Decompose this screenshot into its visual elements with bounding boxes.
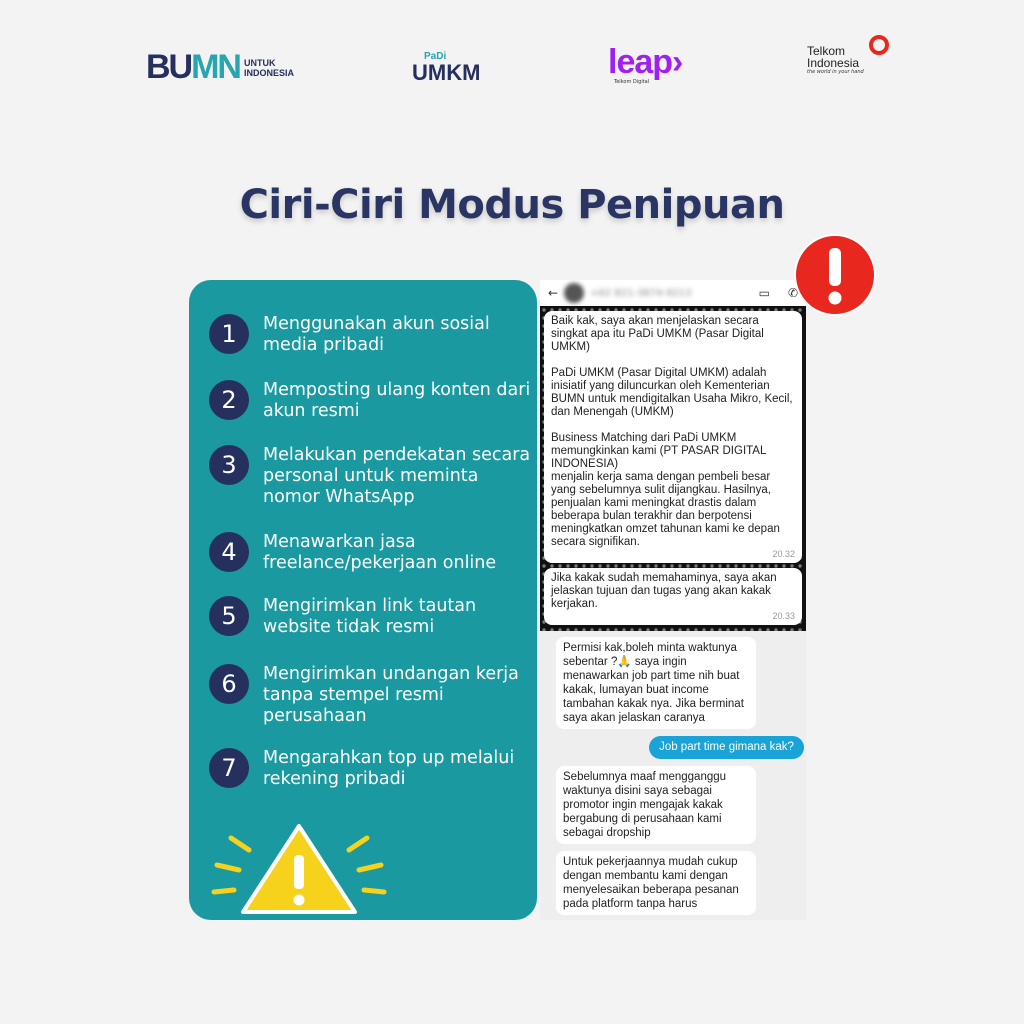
list-item: 6 Mengirimkan undangan kerja tanpa stempe… [209,664,533,727]
warning-triangle-icon [211,824,387,914]
message-text: Baik kak, saya akan menjelaskan secara s… [551,315,793,548]
chat-message: Sebelumnya maaf mengganggu waktunya disi… [556,766,756,844]
bumn-tagline: UNTUK [244,57,276,68]
item-text: Menawarkan jasa freelance/pekerjaan onli… [263,532,497,573]
item-text: Memposting ulang konten dari akun resmi [263,380,531,421]
item-text: Mengarahkan top up melalui rekening prib… [263,748,515,789]
phone-icon[interactable]: ✆ [787,286,798,300]
padi-text: PaDi [424,50,447,62]
message-text: Jika kakak sudah memahaminya, saya akan … [551,572,777,610]
item-number: 7 [209,748,249,788]
telkom-tagline: the world in your hand [807,69,864,75]
video-call-icon[interactable]: ▭ [758,286,770,300]
message-text: Sebelumnya maaf mengganggu waktunya disi… [563,771,727,839]
telkom-logo: Telkom Indonesia the world in your hand [807,35,889,90]
list-item: 7 Mengarahkan top up melalui rekening pri… [209,748,533,790]
message-text: Untuk pekerjaannya mudah cukup dengan me… [563,856,739,910]
item-text: Melakukan pendekatan secara personal unt… [263,445,531,507]
message-time: 20.32 [772,549,795,559]
chat-header: ← +62 821-3874-9213 ▭ ✆ [540,280,806,306]
item-number: 2 [209,380,249,420]
telkom-mark-icon [869,35,889,55]
list-item: 2 Memposting ulang konten dari akun resmi [209,380,533,422]
item-number: 3 [209,445,249,485]
telkom-text: Telkom [807,44,846,58]
telkom-text: Indonesia [807,56,860,70]
padi-umkm-logo: PaDi UMKM [412,45,480,90]
back-icon[interactable]: ← [548,286,559,300]
chat-message: Untuk pekerjaannya mudah cukup dengan me… [556,851,756,915]
chat-message: Baik kak, saya akan menjelaskan secara s… [544,311,802,563]
umkm-text: UMKM [412,59,481,85]
page-title: Ciri-Ciri Modus Penipuan [239,182,785,228]
item-number: 6 [209,664,249,704]
chat-screenshot: ← +62 821-3874-9213 ▭ ✆ Baik kak, saya a… [540,280,806,920]
message-time: 20.33 [772,611,795,621]
features-panel: 1 Menggunakan akun sosial media pribadi 2… [189,280,537,920]
leap-text: leap [608,43,673,81]
leap-logo: leap› Telkom Digital [608,43,683,85]
item-number: 4 [209,532,249,572]
item-number: 5 [209,596,249,636]
avatar [564,283,585,303]
bumn-tagline: INDONESIA [244,67,295,78]
list-item: 4 Menawarkan jasa freelance/pekerjaan onl… [209,532,533,574]
message-text: Permisi kak,boleh minta waktunya sebenta… [563,642,744,724]
leap-subtitle: Telkom Digital [614,79,650,85]
item-text: Mengirimkan undangan kerja tanpa stempel… [263,664,519,726]
chat-message-outgoing: Job part time gimana kak? [649,736,804,759]
chat-messages-lower: Permisi kak,boleh minta waktunya sebenta… [540,631,806,915]
message-text: Job part time gimana kak? [659,741,794,753]
item-text: Menggunakan akun sosial media pribadi [263,314,490,355]
chat-message: Jika kakak sudah memahaminya, saya akan … [544,568,802,625]
list-item: 1 Menggunakan akun sosial media pribadi [209,314,533,356]
chat-message: Permisi kak,boleh minta waktunya sebenta… [556,637,756,729]
contact-name: +62 821-3874-9213 [590,287,692,299]
chat-background: Baik kak, saya akan menjelaskan secara s… [540,306,806,631]
list-item: 5 Mengirimkan link tautan website tidak r… [209,596,533,638]
item-text: Mengirimkan link tautan website tidak re… [263,596,477,637]
exclamation-circle-icon [794,234,876,316]
item-number: 1 [209,314,249,354]
list-item: 3 Melakukan pendekatan secara personal un… [209,445,533,508]
